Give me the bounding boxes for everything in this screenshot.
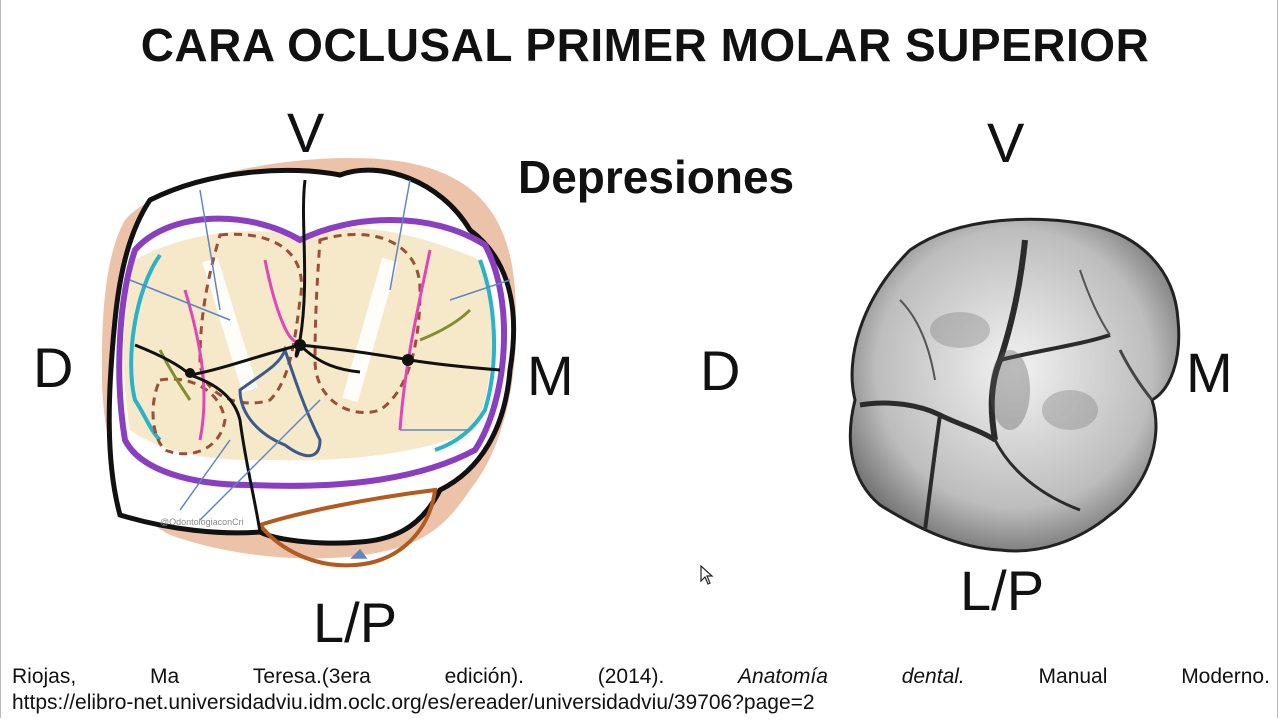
reference-url[interactable]: https://elibro-net.universidadviu.idm.oc… — [12, 691, 815, 714]
right-label-vestibular: V — [987, 111, 1025, 174]
purple-outline — [116, 215, 507, 489]
watermark-text: @OdontologiaconCri — [160, 517, 244, 527]
right-label-mesial: M — [1186, 341, 1233, 404]
right-occlusal-drawing — [848, 217, 1181, 553]
right-label-distal: D — [700, 339, 741, 402]
cusp-fill — [123, 228, 493, 461]
left-label-distal: D — [33, 336, 74, 399]
right-label-lingual-palatal: L/P — [960, 559, 1045, 622]
central-fossa-outline — [238, 345, 322, 458]
left-label-mesial: M — [527, 344, 574, 407]
reference-line-1: Riojas, Ma Teresa.(3era edición). (2014)… — [12, 664, 1270, 690]
slide-subtitle: Depresiones — [518, 151, 795, 203]
slide-title: CARA OCLUSAL PRIMER MOLAR SUPERIOR — [140, 19, 1150, 71]
ref-word-italic: dental. — [901, 665, 965, 688]
lingual-cusp-outline — [256, 487, 438, 568]
ref-word: Manual — [1038, 665, 1108, 688]
ref-word: Ma — [149, 665, 180, 688]
left-label-vestibular: V — [287, 101, 325, 164]
ref-word: (2014). — [597, 665, 665, 688]
ref-word: Riojas, — [12, 665, 77, 688]
ref-word: Teresa.(3era — [252, 665, 371, 688]
left-occlusal-diagram: @OdontologiaconCri — [101, 158, 517, 568]
reference-caption: Riojas, Ma Teresa.(3era edición). (2014)… — [12, 664, 1270, 716]
mouse-cursor-icon — [700, 565, 714, 585]
ref-word: edición). — [444, 665, 524, 688]
left-label-lingual-palatal: L/P — [313, 591, 398, 654]
ref-word: Moderno. — [1181, 665, 1270, 688]
ref-word-italic: Anatomía — [738, 665, 828, 688]
